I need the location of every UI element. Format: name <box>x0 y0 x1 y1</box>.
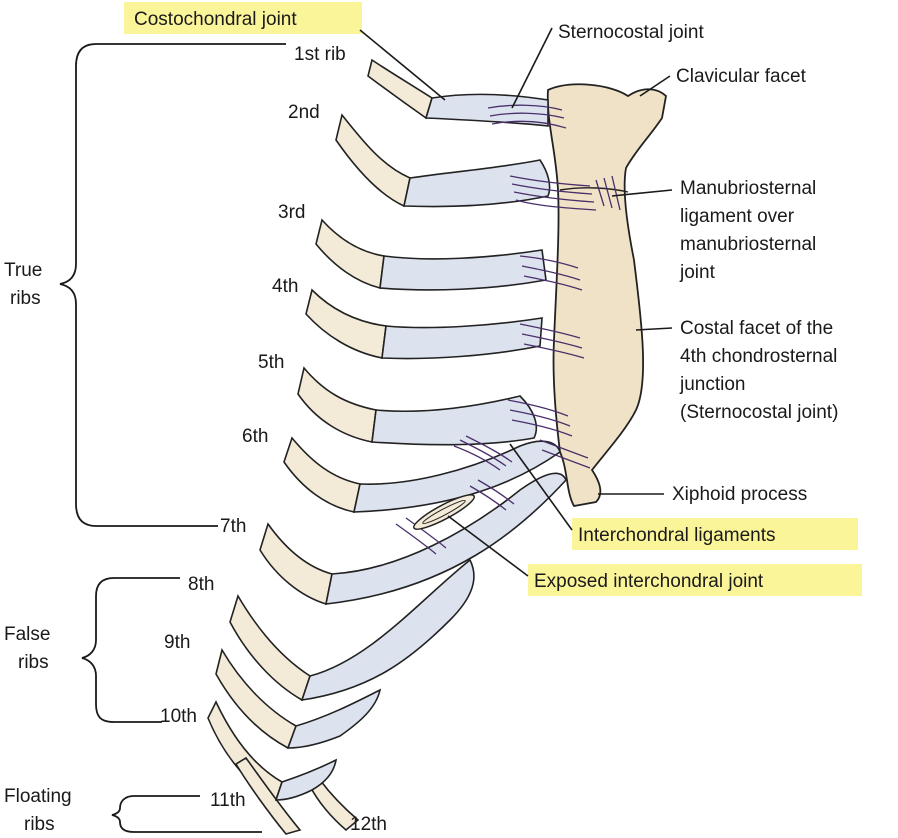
ribs-bone <box>207 58 433 835</box>
label-costal-facet-2: 4th chondrosternal <box>680 346 837 367</box>
exposed-interchondral-joint-inner <box>422 499 466 525</box>
sternum <box>546 83 667 507</box>
label-exposed-interchondral-joint: Exposed interchondral joint <box>534 571 764 592</box>
leader-lines <box>359 27 673 577</box>
label-rib-6: 6th <box>242 426 268 447</box>
sternocostal-ligaments <box>487 104 621 469</box>
label-rib-2: 2nd <box>288 102 320 123</box>
floating-ribs-brace <box>111 795 262 833</box>
label-false-ribs-2: ribs <box>18 652 49 673</box>
label-manubriosternal-2: ligament over <box>680 206 795 227</box>
label-rib-12: 12th <box>350 814 387 835</box>
label-rib-5: 5th <box>258 352 284 373</box>
label-interchondral-ligaments: Interchondral ligaments <box>578 525 776 546</box>
label-rib-1: 1st rib <box>294 44 346 65</box>
label-manubriosternal-3: manubriosternal <box>680 234 816 255</box>
costal-cartilages <box>274 93 567 801</box>
label-sternocostal-joint: Sternocostal joint <box>558 22 704 43</box>
label-clavicular-facet: Clavicular facet <box>676 66 807 87</box>
label-false-ribs-1: False <box>4 624 50 645</box>
label-rib-10: 10th <box>160 706 197 727</box>
highlight-exposed-interchondral <box>528 564 862 596</box>
highlight-costochondral <box>124 2 362 34</box>
label-rib-9: 9th <box>164 632 190 653</box>
label-true-ribs-1: True <box>4 260 42 281</box>
label-floating-ribs-1: Floating <box>4 786 72 807</box>
label-rib-7: 7th <box>220 516 246 537</box>
interchondral-ligament-fibers <box>395 435 515 555</box>
label-rib-4: 4th <box>272 276 298 297</box>
label-costal-facet-3: junction <box>679 374 746 395</box>
label-manubriosternal-1: Manubriosternal <box>680 178 816 199</box>
highlight-interchondral-ligaments <box>572 518 858 550</box>
label-rib-3: 3rd <box>278 202 305 223</box>
label-rib-8: 8th <box>188 574 214 595</box>
label-xiphoid-process: Xiphoid process <box>672 484 807 505</box>
label-true-ribs-2: ribs <box>10 288 41 309</box>
true-ribs-brace <box>59 43 286 527</box>
false-ribs-brace <box>81 577 180 723</box>
label-costal-facet-4: (Sternocostal joint) <box>680 402 838 423</box>
label-costochondral-joint: Costochondral joint <box>134 9 297 30</box>
manubriosternal-line <box>559 187 629 193</box>
exposed-interchondral-joint <box>413 494 475 530</box>
label-manubriosternal-4: joint <box>679 262 716 283</box>
label-floating-ribs-2: ribs <box>24 814 55 835</box>
label-costal-facet-1: Costal facet of the <box>680 318 833 339</box>
label-rib-11: 11th <box>210 790 246 811</box>
